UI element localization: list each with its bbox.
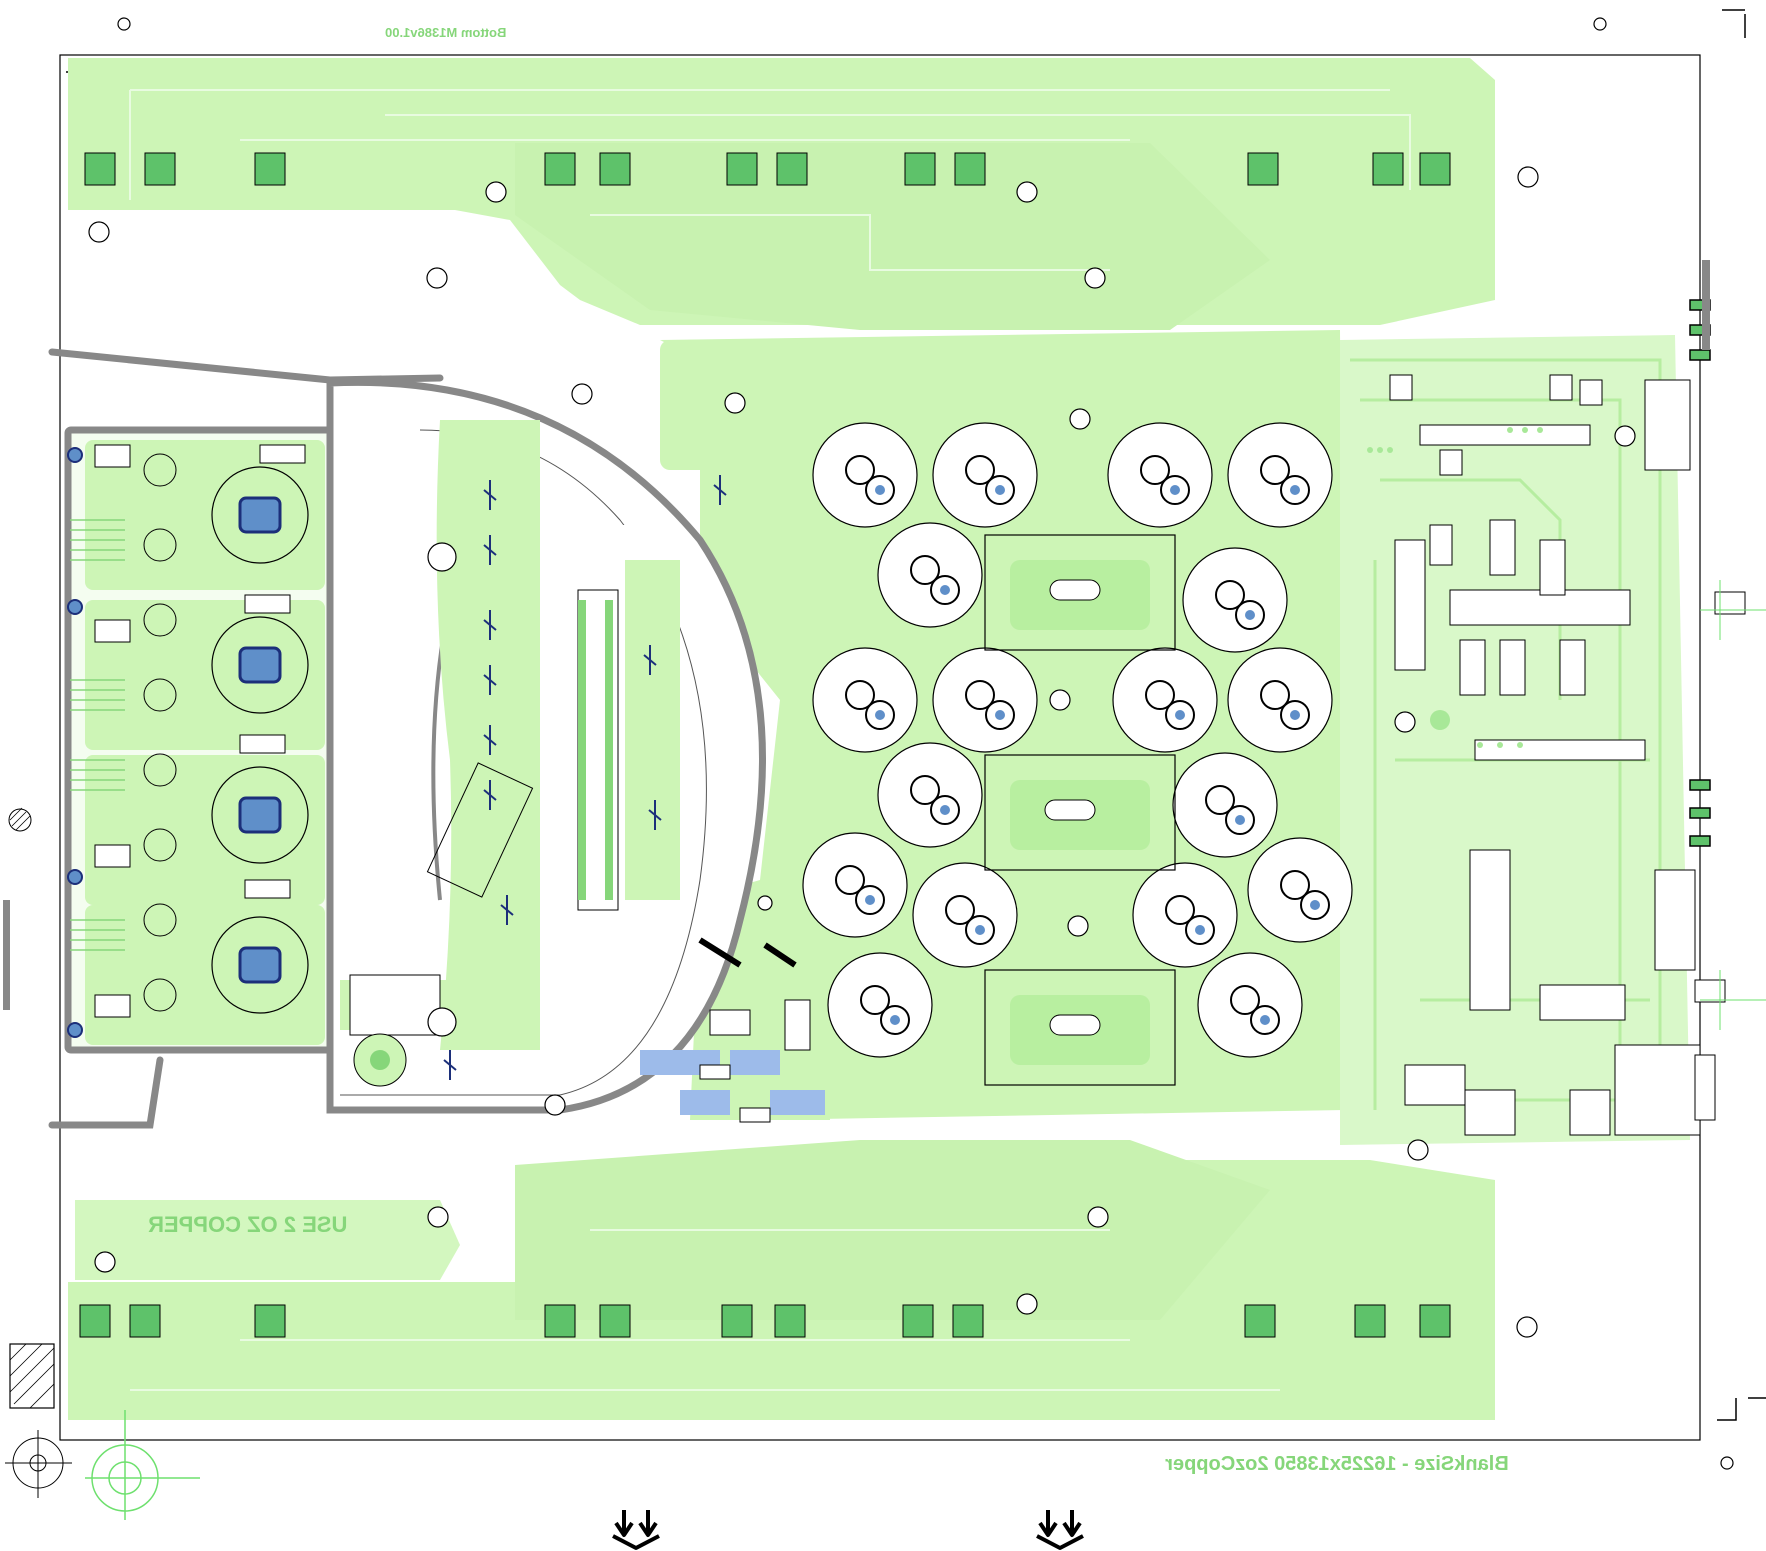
board-top-label: Bottom M1386v1.00 — [385, 25, 506, 40]
bottom-left-fiducials — [5, 1430, 72, 1498]
rectifier-section — [640, 937, 825, 1123]
top-trace-lines — [129, 89, 1411, 271]
right-control-components — [1389, 374, 1701, 1136]
bottom-mounting-pads — [79, 1304, 1451, 1338]
double-down-arrow-icon — [612, 1510, 660, 1550]
diode-symbols — [443, 475, 727, 1080]
mount-holes — [88, 17, 1734, 1470]
double-down-arrow-icon-2 — [1036, 1510, 1084, 1550]
top-copper-pour — [68, 58, 1495, 330]
right-connector-pins — [1689, 299, 1711, 847]
right-connectors — [1694, 591, 1746, 1121]
left-transistor-block — [64, 426, 337, 1054]
blank-size-label: BlankSize - 16225x13850 2ozCopper — [1165, 1453, 1509, 1475]
copper-weight-note: USE 2 OZ COPPER — [148, 1212, 347, 1237]
bottom-trace-lines — [130, 1229, 1280, 1391]
hatched-side-hole — [8, 808, 32, 832]
top-mounting-pads — [84, 152, 1451, 186]
driver-modules — [984, 534, 1176, 1086]
right-fiducials — [1700, 580, 1766, 1030]
bottom-left-fiducial-green — [85, 1410, 200, 1520]
filter-capacitors — [802, 422, 1353, 1058]
vias-right — [1367, 427, 1543, 748]
